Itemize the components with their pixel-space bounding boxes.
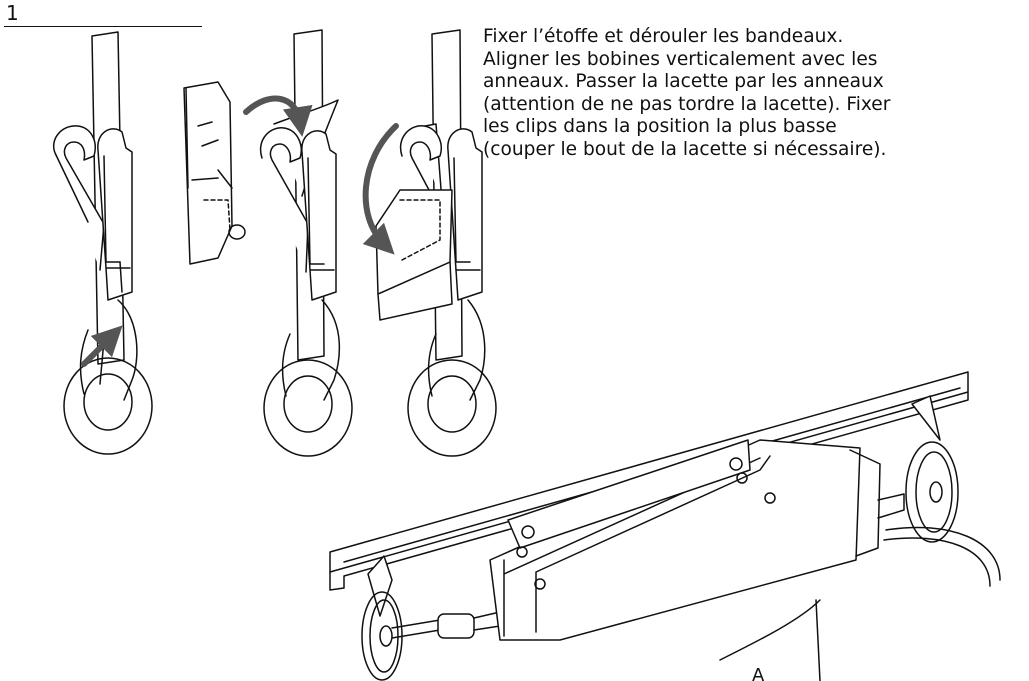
instruction-line-5: les clips dans la position la plus basse bbox=[483, 116, 837, 137]
hook-assembly-figure-3 bbox=[362, 29, 497, 457]
hook-assembly-figure-2 bbox=[243, 29, 353, 457]
clip-part bbox=[183, 81, 246, 265]
instruction-line-2: Aligner les bobines verticalement avec l… bbox=[483, 48, 878, 70]
instruction-line-4: (attention de ne pas tordre la lacette).… bbox=[483, 93, 891, 115]
motor-rail-assembly bbox=[329, 371, 1001, 681]
instruction-line-1: Fixer l’étoffe et dérouler les bandeaux. bbox=[483, 26, 844, 47]
instruction-line-6: (couper le bout de la lacette si nécessa… bbox=[483, 138, 887, 160]
hook-assembly-figure-1 bbox=[53, 31, 153, 455]
callout-label: A bbox=[752, 665, 765, 681]
step-rule bbox=[4, 26, 202, 27]
step-number: 1 bbox=[6, 1, 19, 25]
instruction-text: Fixer l’étoffe et dérouler les bandeaux.… bbox=[483, 26, 1029, 161]
instruction-line-3: anneaux. Passer la lacette par les annea… bbox=[483, 71, 884, 92]
